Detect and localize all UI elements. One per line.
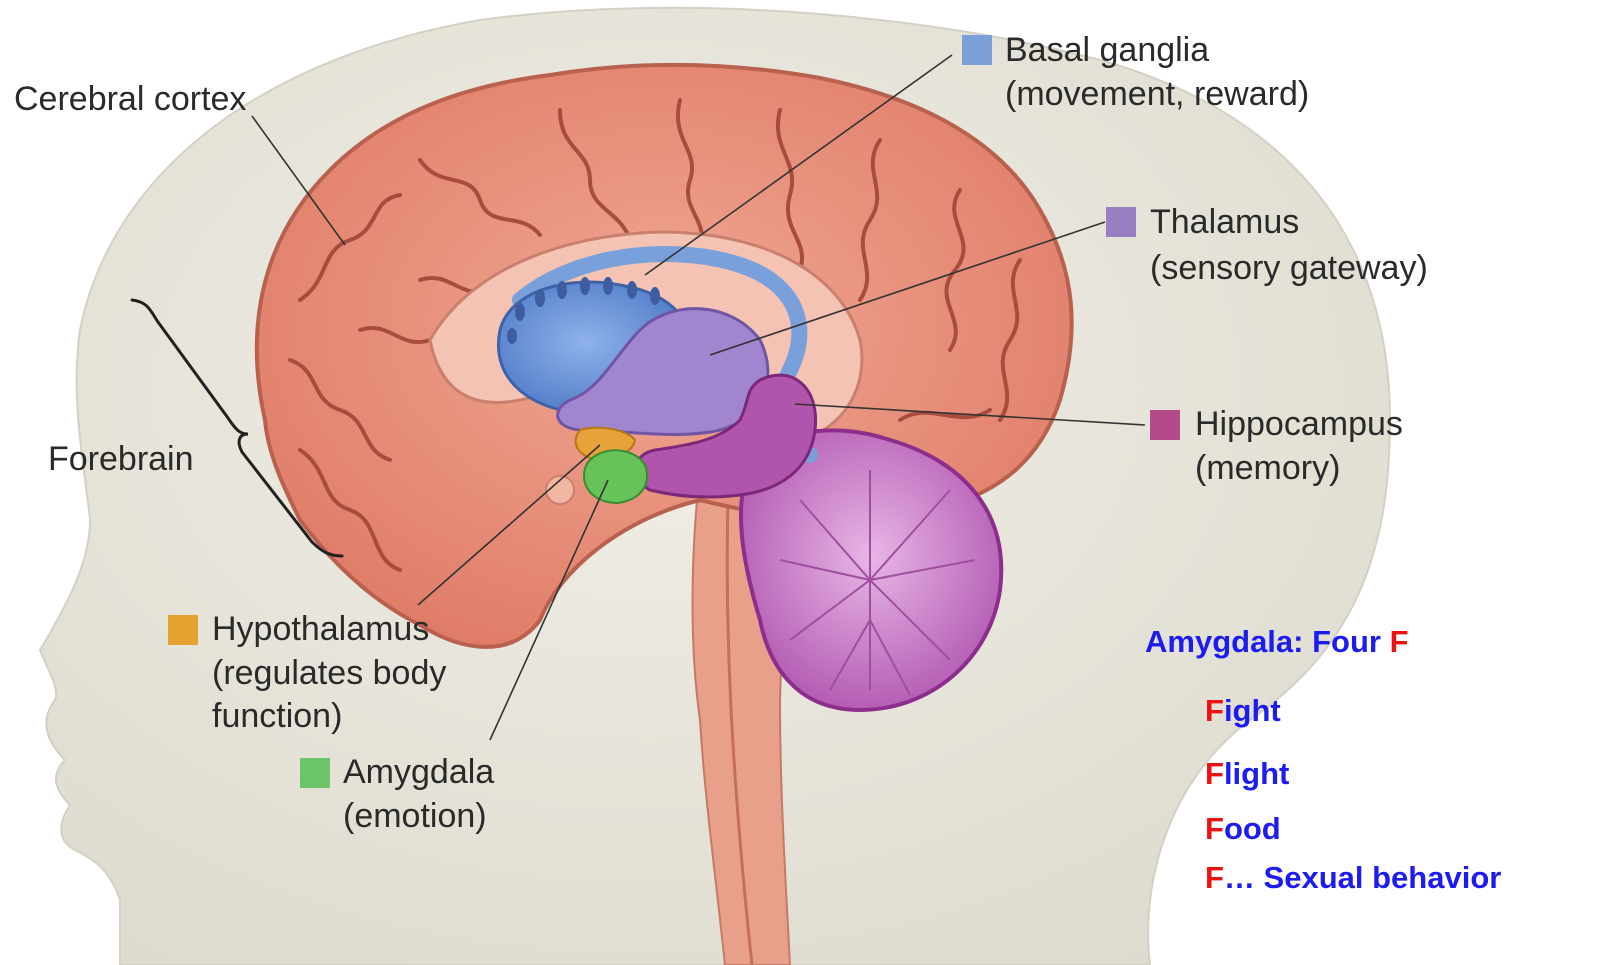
mnemonic-title-prefix: Amygdala: Four	[1145, 624, 1390, 659]
amygdala-shape	[584, 450, 647, 503]
basal-ganglia-swatch	[962, 35, 992, 65]
hypothalamus-label: Hypothalamus	[212, 607, 429, 651]
amygdala-description: (emotion)	[343, 794, 487, 838]
thalamus-description: (sensory gateway)	[1150, 246, 1428, 290]
hippocampus-label: Hippocampus	[1195, 402, 1403, 446]
basal-ganglia-description: (movement, reward)	[1005, 72, 1309, 116]
hypothalamus-description-line1: (regulates body	[212, 651, 446, 695]
mnemonic-title-f: F	[1390, 624, 1409, 659]
mnemonic-item-letter: F	[1205, 756, 1224, 791]
hypothalamus-swatch	[168, 615, 198, 645]
mnemonic-item-letter: F	[1205, 811, 1224, 846]
mnemonic-item-letter: F	[1205, 693, 1224, 728]
amygdala-label: Amygdala	[343, 750, 494, 794]
mnemonic-item-flight: Flight	[1205, 755, 1289, 793]
mnemonic-item-letter: F	[1205, 860, 1224, 895]
basal-ganglia-label: Basal ganglia	[1005, 28, 1209, 72]
mnemonic-title: Amygdala: Four F	[1145, 623, 1409, 661]
forebrain-label: Forebrain	[48, 437, 194, 481]
cerebral-cortex-label: Cerebral cortex	[14, 77, 246, 121]
mnemonic-item-text: … Sexual behavior	[1224, 860, 1501, 895]
mnemonic-item-food: Food	[1205, 810, 1281, 848]
mnemonic-item-sexual-behavior: F… Sexual behavior	[1205, 859, 1501, 897]
mnemonic-item-text: ight	[1224, 693, 1281, 728]
hypothalamus-description-line2: function)	[212, 694, 342, 738]
hippocampus-swatch	[1150, 410, 1180, 440]
hippocampus-description: (memory)	[1195, 446, 1340, 490]
thalamus-label: Thalamus	[1150, 200, 1299, 244]
mnemonic-item-text: light	[1224, 756, 1289, 791]
thalamus-swatch	[1106, 207, 1136, 237]
mnemonic-item-fight: Fight	[1205, 692, 1281, 730]
mnemonic-item-text: ood	[1224, 811, 1281, 846]
amygdala-swatch	[300, 758, 330, 788]
